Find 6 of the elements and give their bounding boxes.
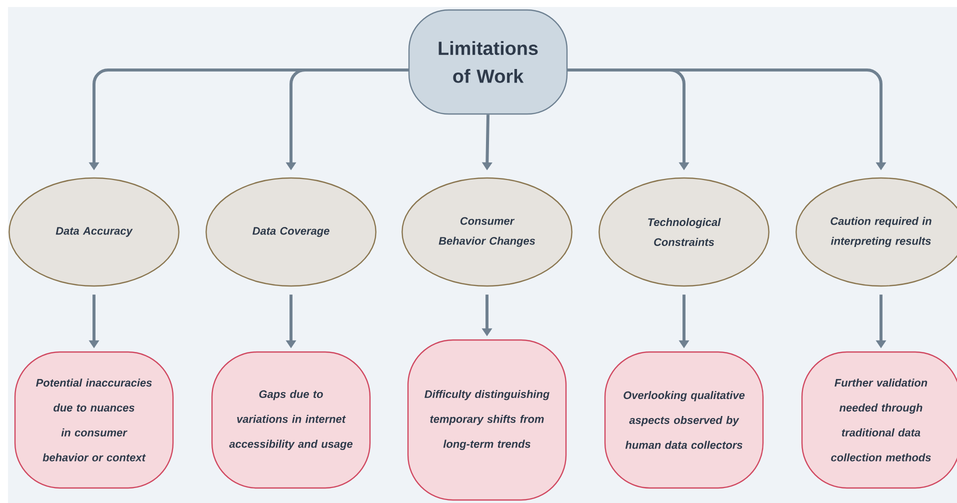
- root-box: Limitations of Work: [408, 9, 568, 115]
- detail-box: Gaps due to variations in internet accessibility and usage: [211, 351, 371, 489]
- detail-box: Difficulty distinguishing temporary shifts from long-term trends: [407, 339, 567, 501]
- detail-box: Further validation needed through traditional data collection methods: [801, 351, 957, 489]
- detail-box: Potential inaccuracies due to nuances in consumer behavior or context: [14, 351, 174, 489]
- detail-box: Overlooking qualitative aspects observed by human data collectors: [604, 351, 764, 489]
